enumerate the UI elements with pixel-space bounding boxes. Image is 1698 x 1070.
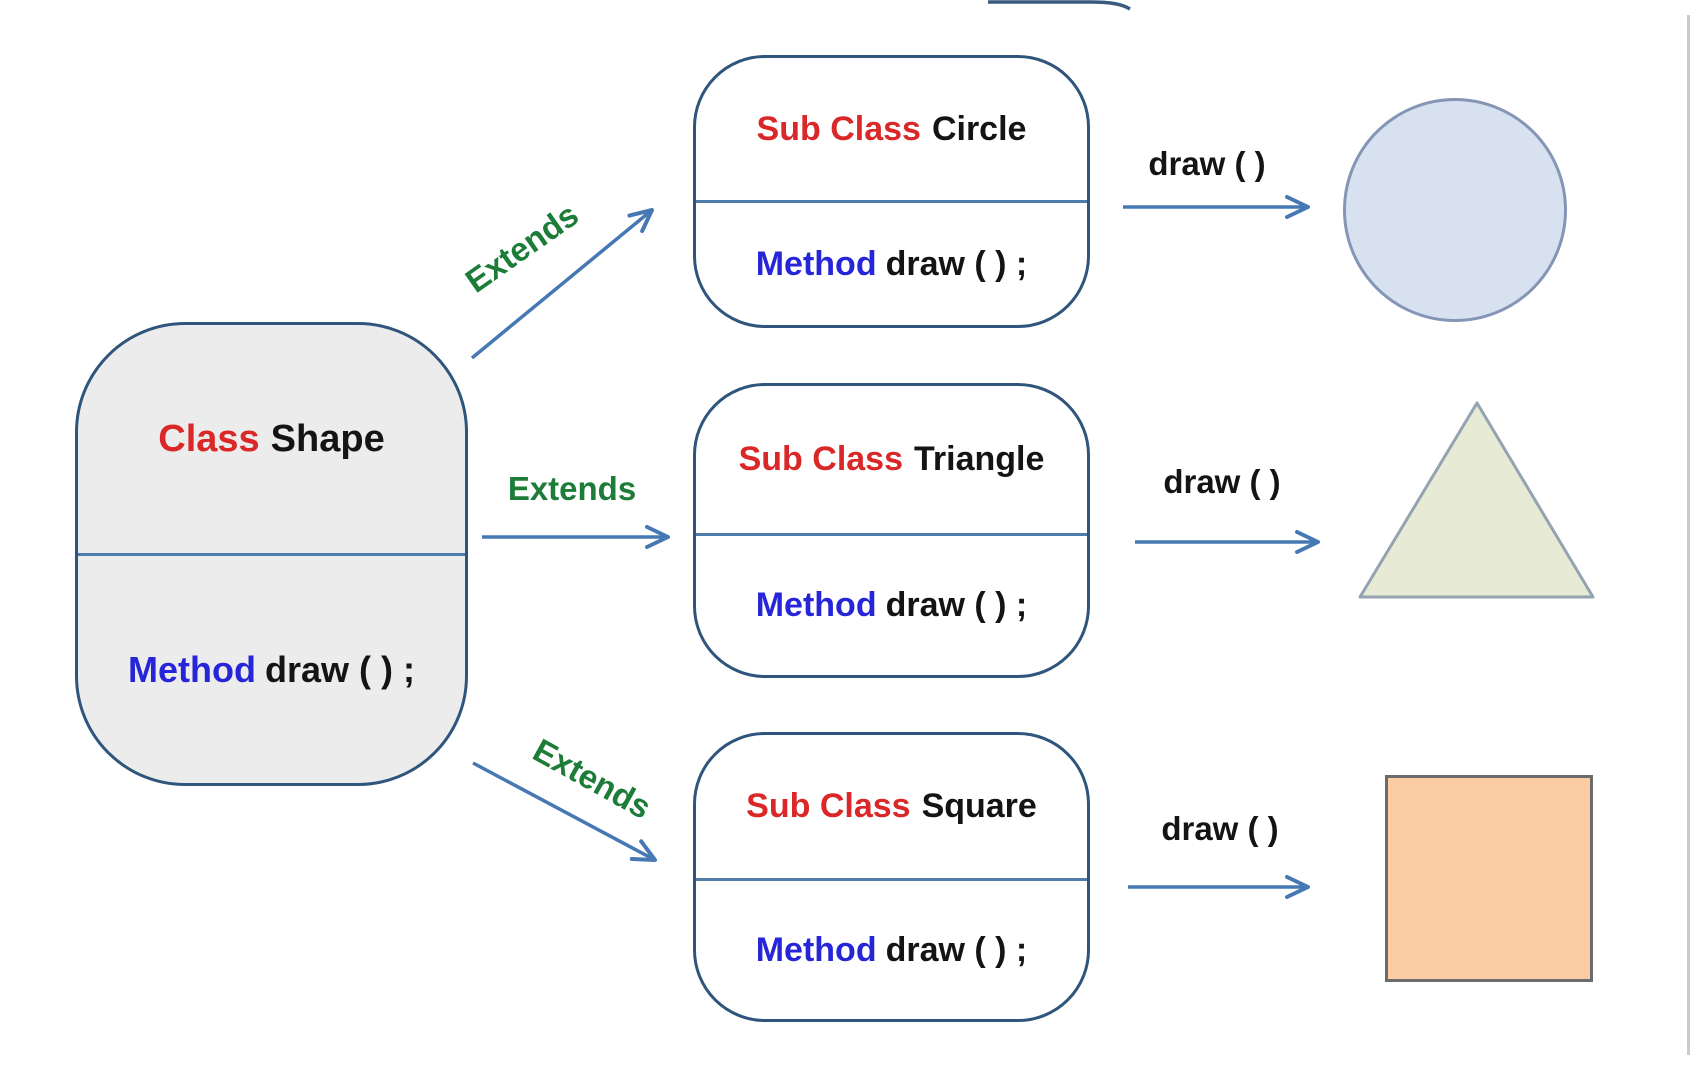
method-keyword: Method xyxy=(755,244,877,283)
subclass-name: Triangle xyxy=(914,440,1045,478)
subclass-triangle-box: Sub Class Triangle Method draw ( ) ; xyxy=(693,383,1090,678)
circle-shape xyxy=(1343,98,1567,322)
method-signature: draw ( ) ; xyxy=(264,648,415,690)
frame-right-border xyxy=(1687,15,1690,1055)
method-keyword: Method xyxy=(755,930,877,969)
square-shape xyxy=(1385,775,1593,982)
class-keyword: Class xyxy=(158,417,260,460)
draw-call-label-square: draw ( ) xyxy=(1161,810,1279,847)
extends-arrow-square xyxy=(472,761,657,862)
method-keyword: Method xyxy=(128,648,256,690)
method-signature: draw ( ) ; xyxy=(885,586,1028,624)
subclass-square-method-section: Method draw ( ) ; xyxy=(696,878,1087,1019)
class-shape-box: Class Shape Method draw ( ) ; xyxy=(75,322,468,786)
subclass-circle-box: Sub Class Circle Method draw ( ) ; xyxy=(693,55,1090,328)
triangle-shape xyxy=(1358,401,1595,599)
subclass-keyword: Sub Class xyxy=(746,787,911,825)
class-shape-title-section: Class Shape xyxy=(78,325,465,553)
subclass-triangle-title-section: Sub Class Triangle xyxy=(696,386,1087,533)
subclass-square-title-section: Sub Class Square xyxy=(696,735,1087,878)
subclass-name: Square xyxy=(921,787,1037,825)
subclass-keyword: Sub Class xyxy=(756,109,921,148)
method-signature: draw ( ) ; xyxy=(885,930,1028,969)
subclass-triangle-method-section: Method draw ( ) ; xyxy=(696,533,1087,675)
extends-arrow-circle xyxy=(470,208,654,360)
extends-label-triangle: Extends xyxy=(507,470,637,507)
subclass-keyword: Sub Class xyxy=(738,440,903,478)
method-keyword: Method xyxy=(755,586,877,624)
method-signature: draw ( ) ; xyxy=(885,244,1028,283)
cropped-edge-fragment xyxy=(988,0,1131,11)
subclass-circle-title-section: Sub Class Circle xyxy=(696,58,1087,200)
draw-call-label-triangle: draw ( ) xyxy=(1163,463,1281,500)
subclass-name: Circle xyxy=(931,109,1027,148)
draw-call-label-circle: draw ( ) xyxy=(1148,145,1266,182)
class-name: Shape xyxy=(270,417,385,460)
subclass-square-box: Sub Class Square Method draw ( ) ; xyxy=(693,732,1090,1022)
subclass-circle-method-section: Method draw ( ) ; xyxy=(696,200,1087,325)
class-shape-method-section: Method draw ( ) ; xyxy=(78,553,465,783)
